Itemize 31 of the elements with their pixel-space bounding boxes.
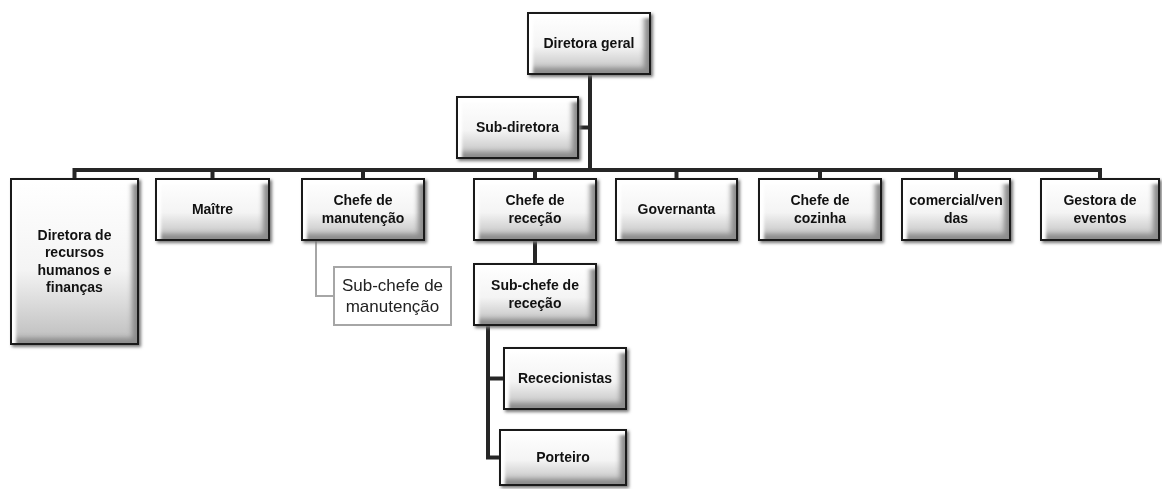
position-title: comercial/vendas [908, 192, 1004, 227]
org-chart-box [527, 12, 651, 75]
position-title: Sub-chefe de receção [490, 277, 580, 312]
position-title: Chefe de manutenção [320, 192, 406, 227]
org-chart-box [503, 347, 627, 410]
position-title: Rececionistas [517, 369, 613, 388]
org-chart-box [301, 178, 425, 241]
connector-line [533, 241, 537, 263]
org-chart-box [155, 178, 270, 241]
org-chart-box [10, 178, 139, 345]
position-title: Gestora de eventos [1062, 192, 1138, 227]
position-title: Chefe de cozinha [789, 192, 851, 227]
org-chart-box [499, 429, 627, 486]
org-chart-box [473, 178, 597, 241]
position-title: Diretora de recursos humanos e finanças [36, 226, 113, 297]
org-chart-box [473, 263, 597, 326]
position-title: Sub-chefe de manutenção [340, 274, 445, 318]
position-title: Sub-diretora [475, 118, 560, 137]
org-chart-box [1040, 178, 1160, 241]
org-chart-box [615, 178, 738, 241]
org-chart-box [758, 178, 882, 241]
connector-line [315, 240, 334, 297]
position-title: Diretora geral [543, 34, 635, 53]
position-title: Porteiro [536, 448, 590, 467]
position-title: Governanta [637, 200, 716, 219]
position-title: Maître [191, 200, 234, 219]
org-chart-box [456, 96, 579, 159]
position-title: Chefe de receção [504, 192, 566, 227]
connector-line [486, 326, 499, 460]
position-box [333, 266, 452, 326]
org-chart-box [901, 178, 1011, 241]
